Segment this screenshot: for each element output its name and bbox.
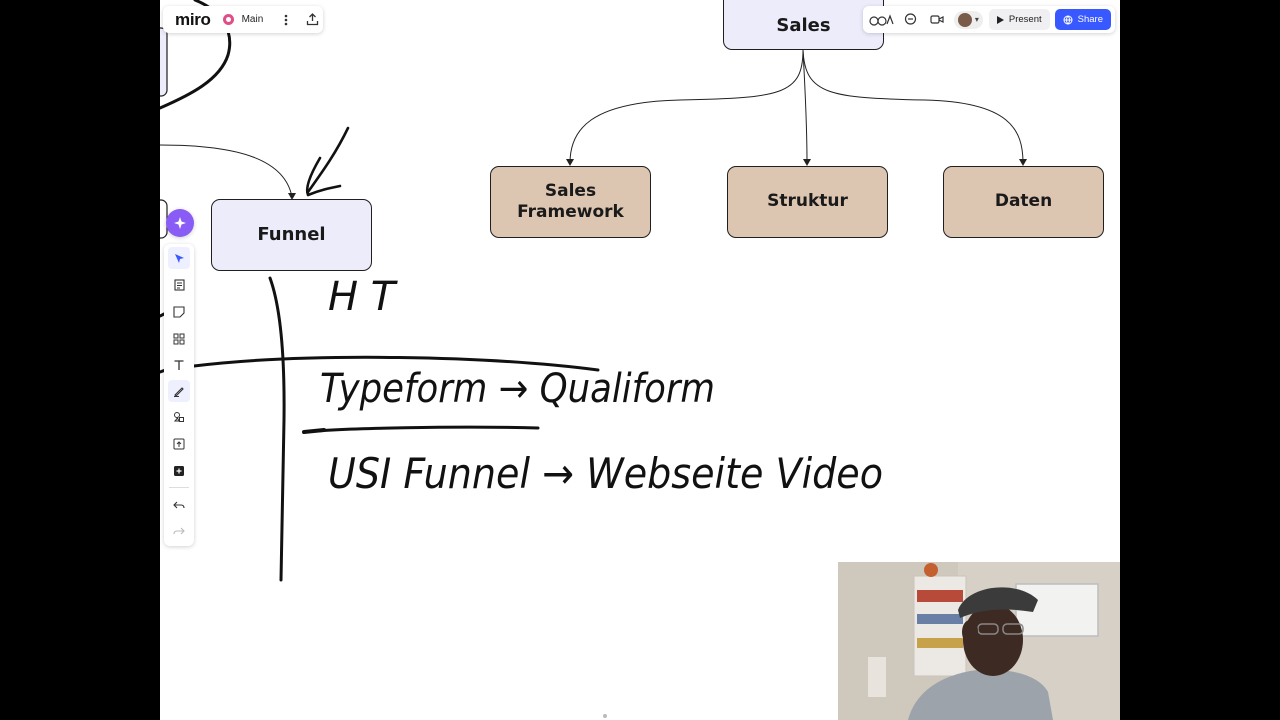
add-tool[interactable] — [168, 460, 190, 482]
collaborators-menu[interactable]: ▾ — [953, 10, 983, 29]
handwritten-arrow-line — [306, 126, 350, 194]
handwritten-ht: H T — [328, 274, 399, 320]
ai-assist-button[interactable] — [166, 209, 194, 237]
node-struktur[interactable]: Struktur — [727, 166, 888, 238]
video-call-icon[interactable] — [927, 9, 948, 31]
redo-button[interactable] — [168, 520, 190, 542]
upload-icon — [173, 438, 185, 450]
connector-tool[interactable] — [168, 406, 190, 428]
vertical-divider-stroke — [268, 276, 286, 582]
offscreen-node-top — [160, 27, 168, 97]
connector-daten — [802, 49, 1024, 164]
webcam-overlay — [838, 562, 1120, 720]
present-label: Present — [1008, 14, 1042, 25]
share-label: Share — [1077, 14, 1103, 25]
toolbar-divider — [169, 487, 189, 488]
grid-icon — [173, 333, 185, 345]
scroll-indicator[interactable] — [603, 714, 607, 718]
text-icon — [174, 360, 184, 370]
node-daten[interactable]: Daten — [943, 166, 1104, 238]
present-button[interactable]: Present — [988, 9, 1050, 30]
board-icon — [222, 14, 234, 25]
collaboration-bar: ▾ Present Share — [863, 6, 1115, 33]
globe-icon — [1063, 15, 1073, 25]
node-sales[interactable]: Sales — [723, 0, 884, 50]
sticky-note-tool[interactable] — [168, 301, 190, 323]
node-funnel[interactable]: Funnel — [211, 199, 372, 271]
node-daten-label: Daten — [994, 191, 1053, 212]
miro-logo[interactable]: miro — [175, 9, 211, 29]
connector-to-funnel — [160, 144, 293, 198]
shapes-icon — [173, 412, 184, 422]
chevron-down-icon: ▾ — [974, 15, 979, 24]
play-icon — [996, 15, 1004, 24]
node-funnel-label: Funnel — [257, 223, 326, 245]
undo-button[interactable] — [168, 494, 190, 516]
arrowhead — [288, 193, 296, 200]
webcam-feed-image — [838, 562, 1120, 720]
sticky-note-icon — [173, 306, 185, 318]
more-menu-icon[interactable] — [275, 9, 297, 31]
shapes-tool[interactable] — [168, 328, 190, 350]
comments-icon[interactable] — [900, 9, 921, 31]
reactions-icon[interactable] — [869, 9, 896, 31]
connector-sales-framework — [569, 49, 804, 164]
plus-icon — [174, 466, 184, 476]
upload-tool[interactable] — [168, 433, 190, 455]
pen-tool[interactable] — [168, 380, 190, 402]
undo-icon — [173, 501, 185, 509]
redo-icon — [173, 527, 185, 535]
board-header: miro Main — [163, 6, 323, 33]
handwritten-funnel-video: USI Funnel → Webseite Video — [328, 449, 883, 498]
cursor-icon — [174, 253, 184, 263]
templates-tool[interactable] — [168, 274, 190, 296]
canvas-strokes: H T Typeform → Qualiform USI Funnel → We… — [160, 0, 1027, 582]
connector-struktur — [802, 49, 808, 164]
node-sales-framework-label: Sales Framework — [517, 180, 624, 222]
board-name[interactable]: Main — [241, 14, 264, 25]
node-struktur-label: Struktur — [767, 191, 848, 212]
select-tool[interactable] — [168, 247, 190, 269]
share-button[interactable]: Share — [1054, 9, 1111, 30]
export-icon[interactable] — [301, 9, 323, 31]
document-icon — [173, 279, 185, 291]
node-sales-label: Sales — [776, 14, 831, 36]
node-sales-framework[interactable]: Sales Framework — [490, 166, 651, 238]
handwritten-typeform: Typeform → Qualiform — [320, 366, 715, 412]
sparkle-icon — [174, 217, 186, 229]
text-tool[interactable] — [168, 354, 190, 376]
whiteboard-canvas[interactable]: H T Typeform → Qualiform USI Funnel → We… — [160, 0, 1120, 720]
avatar — [957, 12, 972, 27]
handwritten-arrow-head — [305, 156, 342, 197]
left-toolbar — [164, 244, 194, 546]
underline-stroke — [302, 425, 540, 434]
pen-icon — [174, 387, 184, 397]
